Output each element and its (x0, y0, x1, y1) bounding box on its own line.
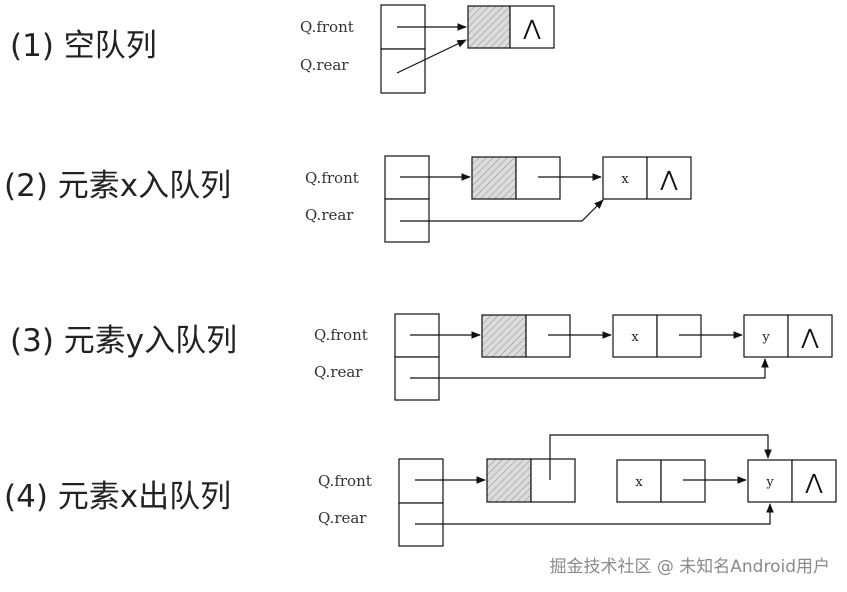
step-1-rear-arrow (396, 39, 467, 74)
step-1-title: (1) 空队列 (10, 28, 157, 64)
step-4-node-y-value: y (765, 475, 774, 490)
step-3-node-y-next (787, 314, 833, 358)
step-3-enqueue-y: (3) 元素y入队列 Q.front Q.rear x y ⋀ (10, 313, 833, 401)
step-3-node-y-value: y (761, 330, 770, 345)
step-4-node-y-data (747, 459, 793, 503)
step-4-node-x-value: x (635, 475, 643, 490)
step-3-node-y-data (743, 314, 789, 358)
step-2-rear-label: Q.rear (305, 206, 354, 224)
step-2-enqueue-x: (2) 元素x入队列 Q.front Q.rear x ⋀ (4, 155, 692, 243)
step-3-node-x-next (656, 314, 702, 358)
step-2-front-label: Q.front (305, 169, 359, 187)
step-3-rear-label: Q.rear (314, 363, 363, 381)
step-1-head-node-data (467, 5, 511, 49)
step-4-front-label: Q.front (318, 472, 372, 490)
step-2-node-x-next (646, 156, 692, 200)
step-4-head-to-y-arrow (549, 434, 772, 480)
step-1-rear-label: Q.rear (300, 56, 349, 74)
step-1-head-node-next (509, 5, 555, 49)
step-4-head-node-data (486, 458, 532, 503)
step-3-front-label: Q.front (314, 326, 368, 344)
step-3-node-x-value: x (631, 330, 639, 345)
step-4-node-y-next (791, 459, 837, 503)
step-2-title: (2) 元素x入队列 (4, 168, 231, 204)
step-4-rear-arrow (415, 503, 774, 525)
step-1-null-symbol: ⋀ (522, 16, 541, 40)
step-4-rear-label: Q.rear (318, 509, 367, 527)
step-2-null-symbol: ⋀ (659, 167, 678, 191)
step-2-node-x-value: x (621, 172, 629, 187)
step-1-rear-cell (380, 48, 426, 94)
step-3-rear-arrow (410, 358, 769, 379)
step-4-front-cell (398, 458, 444, 504)
step-4-node-x-data (616, 459, 662, 503)
step-2-rear-arrow (400, 199, 604, 222)
step-4-head-node-next (530, 458, 576, 503)
step-3-head-node-next (525, 314, 571, 358)
step-3-null-symbol: ⋀ (800, 325, 819, 349)
step-1-empty-queue: (1) 空队列 Q.front Q.rear ⋀ (10, 4, 555, 94)
watermark: 掘金技术社区 @ 未知名Android用户 (549, 557, 830, 577)
step-4-node-x-next (660, 459, 706, 503)
step-3-title: (3) 元素y入队列 (10, 323, 237, 359)
step-4-dequeue-x: (4) 元素x出队列 Q.front Q.rear x y ⋀ (4, 434, 837, 547)
step-2-head-node-data (471, 156, 517, 200)
step-4-title: (4) 元素x出队列 (4, 479, 231, 515)
step-4-null-symbol: ⋀ (804, 470, 823, 494)
step-1-front-label: Q.front (300, 18, 354, 36)
step-2-head-node-next (515, 156, 561, 200)
step-3-head-node-data (481, 314, 527, 358)
